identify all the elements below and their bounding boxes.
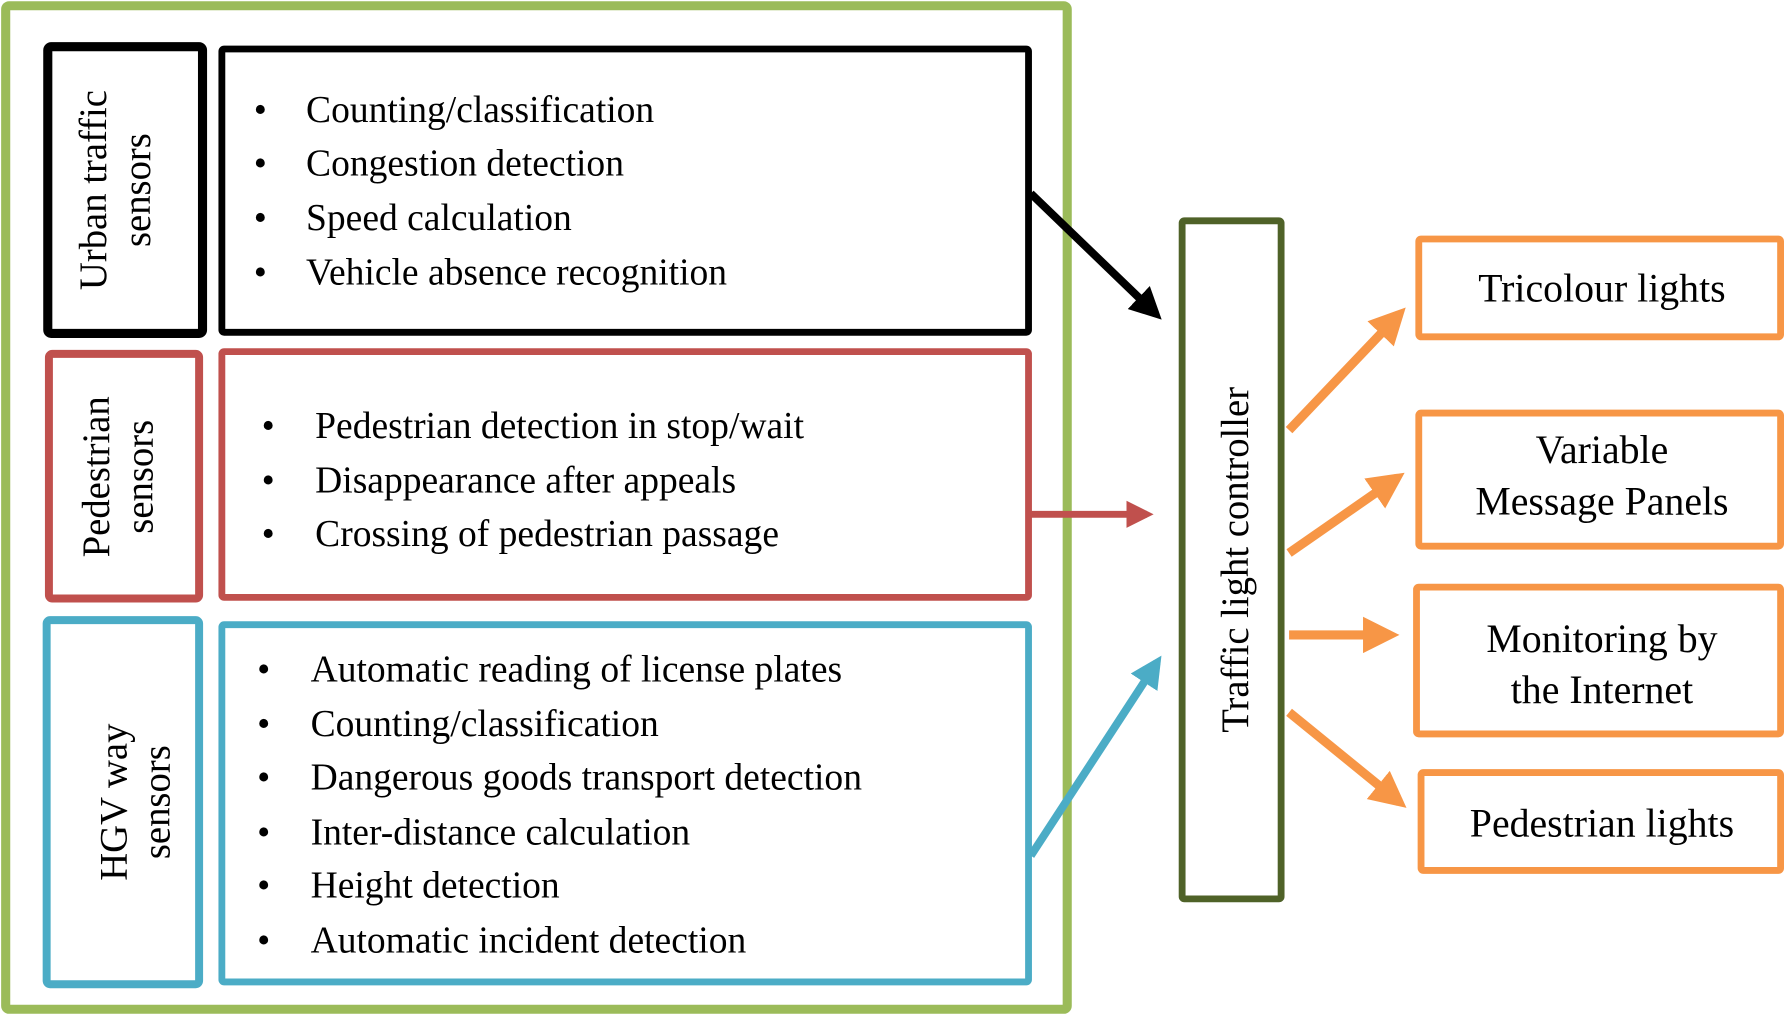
hgv-items-list: • Automatic reading of license plates • …	[257, 650, 862, 962]
pedestrian-label-line-2: sensors	[119, 420, 161, 534]
list-item: Counting/classification	[311, 704, 659, 745]
list-item: Inter-distance calculation	[311, 812, 691, 853]
output-variable-message-panels: Variable Message Panels	[1415, 409, 1784, 550]
output-box	[1415, 409, 1784, 550]
bullet: •	[262, 406, 275, 447]
list-item: Dangerous goods transport detection	[311, 758, 863, 799]
arrow-urban-to-controller	[1028, 190, 1162, 320]
list-item: Speed calculation	[306, 198, 572, 239]
traffic-light-controller-box	[1178, 217, 1285, 903]
output-pedestrian-lights: Pedestrian lights	[1417, 769, 1784, 874]
bullet: •	[254, 253, 267, 294]
output-label: Message Panels	[1475, 479, 1728, 523]
output-label: Monitoring by	[1486, 617, 1717, 661]
list-item: Automatic reading of license plates	[311, 650, 843, 691]
hgv-label-line-1: HGV way	[93, 723, 135, 881]
bullet: •	[257, 704, 270, 745]
list-item: Crossing of pedestrian passage	[315, 514, 779, 555]
bullet: •	[262, 461, 275, 502]
bullet: •	[254, 90, 267, 131]
list-item: Vehicle absence recognition	[306, 253, 727, 294]
urban-label-box	[43, 42, 208, 338]
controller-label: Traffic light controller	[1215, 387, 1257, 733]
bullet: •	[257, 920, 270, 961]
arrow-to-variable-message-panels	[1286, 472, 1405, 557]
bullet: •	[254, 143, 267, 184]
pedestrian-items-box	[218, 348, 1032, 601]
pedestrian-label-box	[44, 349, 204, 603]
list-item: Counting/classification	[306, 90, 654, 131]
arrow-to-pedestrian-lights	[1286, 708, 1407, 808]
pedestrian-label-line-1: Pedestrian	[76, 396, 118, 557]
list-item: Height detection	[311, 866, 560, 907]
output-label: Tricolour lights	[1478, 267, 1725, 311]
output-tricolour-lights: Tricolour lights	[1415, 235, 1784, 341]
bullet: •	[257, 812, 270, 853]
output-label: the Internet	[1511, 668, 1693, 712]
bullet: •	[262, 514, 275, 555]
arrow-to-tricolour-lights	[1285, 307, 1406, 434]
urban-items-box	[218, 45, 1032, 336]
sensors-frame	[1, 1, 1072, 1014]
bullet: •	[254, 198, 267, 239]
urban-items-list: • Counting/classification • Congestion d…	[254, 90, 728, 294]
hgv-label-box	[42, 616, 204, 989]
hgv-items-box	[218, 621, 1032, 986]
bullet: •	[257, 866, 270, 907]
arrow-hgv-to-controller	[1027, 655, 1162, 858]
output-box	[1413, 583, 1784, 738]
list-item: Congestion detection	[306, 143, 624, 184]
urban-label-line-1: Urban traffic	[73, 90, 115, 290]
list-item: Pedestrian detection in stop/wait	[315, 406, 804, 447]
sensor-group-urban: Urban traffic sensors • Counting/classif…	[43, 42, 1032, 338]
pedestrian-items-list: • Pedestrian detection in stop/wait • Di…	[262, 406, 805, 555]
bullet: •	[257, 650, 270, 691]
bullet: •	[257, 758, 270, 799]
list-item: Disappearance after appeals	[315, 461, 736, 502]
list-item: Automatic incident detection	[311, 920, 747, 961]
urban-label-line-2: sensors	[117, 133, 159, 247]
hgv-label-line-2: sensors	[137, 745, 179, 859]
output-box	[1417, 769, 1784, 874]
output-label: Variable	[1536, 428, 1669, 472]
sensor-group-hgv: HGV way sensors • Automatic reading of l…	[42, 616, 1032, 989]
output-label: Pedestrian lights	[1470, 801, 1734, 845]
output-monitoring-internet: Monitoring by the Internet	[1413, 583, 1784, 738]
output-box	[1415, 235, 1784, 341]
sensor-group-pedestrian: Pedestrian sensors • Pedestrian detectio…	[44, 348, 1032, 603]
